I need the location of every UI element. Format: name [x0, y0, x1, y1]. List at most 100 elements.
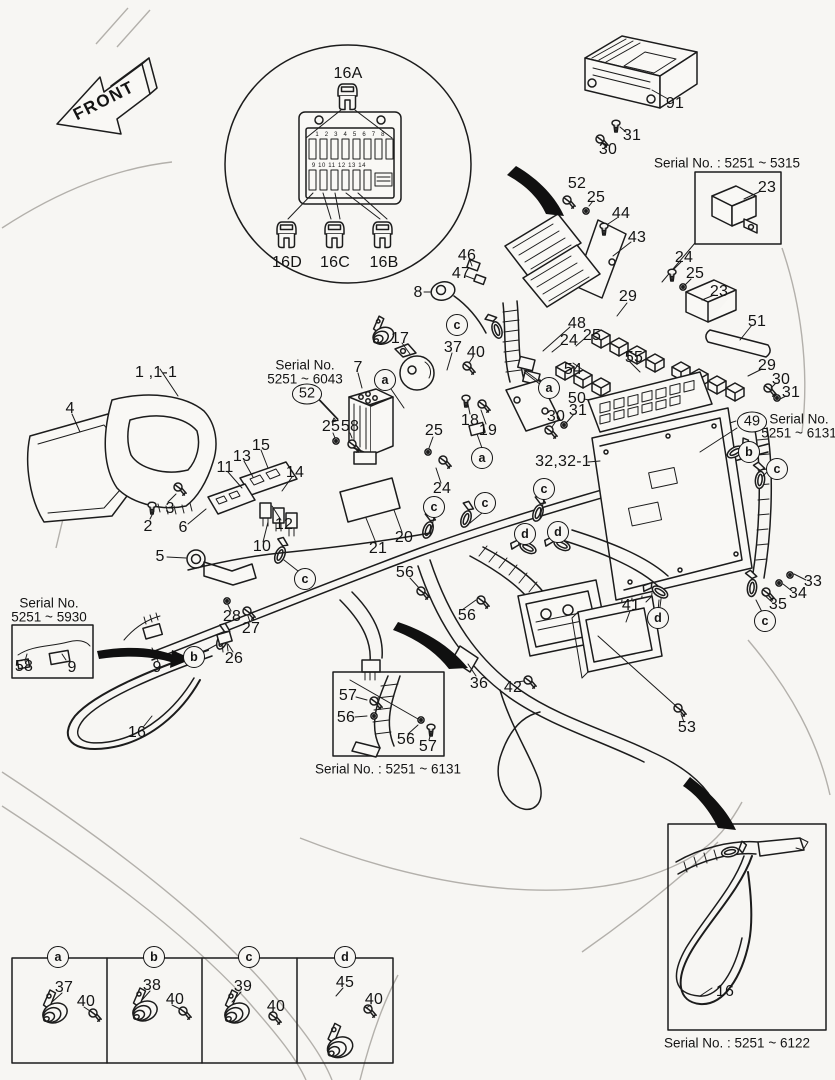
part-number-label: 33 [803, 573, 823, 590]
serial-number-text: 5251 ~ 5930 [11, 609, 87, 625]
callout-number-oval: 52 [292, 383, 322, 405]
part-number-label: 1 ,1-1 [134, 364, 178, 381]
part-number-label: 6 [178, 519, 188, 536]
part-number-label: 40 [364, 991, 384, 1008]
part-number-label: 10 [252, 538, 272, 555]
part-number-label: 41 [621, 597, 641, 614]
part-number-label: 9 [67, 659, 77, 676]
part-number-label: 42 [503, 679, 523, 696]
callout-letter-circle: c [238, 946, 260, 968]
callout-letter-circle: c [423, 496, 445, 518]
part-number-label: 26 [224, 650, 244, 667]
part-number-label: 24 [674, 249, 694, 266]
part-number-label: 40 [466, 344, 486, 361]
part-number-label: 31 [622, 127, 642, 144]
callout-letter-circle: d [334, 946, 356, 968]
part-number-label: 5 [155, 548, 165, 565]
part-number-label: 39 [233, 978, 253, 995]
part-number-label: 25 [582, 327, 602, 344]
callout-letter-circle: c [474, 492, 496, 514]
part-number-label: 37 [443, 339, 463, 356]
part-number-label: 3 [165, 500, 175, 517]
part-number-label: 16 [715, 983, 735, 1000]
part-number-label: 16B [369, 254, 399, 271]
part-number-label: 19 [478, 422, 498, 439]
callout-letter-circle: a [538, 377, 560, 399]
part-number-label: 48 [567, 315, 587, 332]
part-number-label: 16A [333, 65, 363, 82]
callout-letter-circle: d [647, 607, 669, 629]
part-number-label: 25 [321, 418, 341, 435]
serial-number-text: 5251 ~ 6131 [761, 425, 835, 441]
callout-letter-circle: c [533, 478, 555, 500]
part-number-label: 29 [757, 357, 777, 374]
part-number-label: 15 [251, 437, 271, 454]
part-number-label: 16D [272, 254, 302, 271]
part-number-label: 7 [353, 359, 363, 376]
part-number-label: 13 [232, 448, 252, 465]
part-number-label: 14 [285, 464, 305, 481]
part-number-label: 30 [771, 371, 791, 388]
part-number-label: 24 [559, 332, 579, 349]
part-number-label: 53 [677, 719, 697, 736]
fuse-slot-numbers-top: 1 2 3 4 5 6 7 8 [315, 132, 387, 138]
fuse-slot-numbers-bottom: 9 10 11 12 13 14 [311, 163, 367, 169]
part-number-label: 25 [424, 422, 444, 439]
part-number-label: 23 [757, 179, 777, 196]
serial-number-text: Serial No. : 5251 ~ 6131 [315, 761, 461, 777]
part-number-label: 52 [567, 175, 587, 192]
part-number-label: 12 [274, 516, 294, 533]
part-number-label: 57 [338, 687, 358, 704]
part-number-label: 25 [586, 189, 606, 206]
part-number-label: 11 [216, 459, 234, 476]
part-number-label: 35 [768, 596, 788, 613]
callout-number-oval: 49 [737, 411, 767, 433]
part-number-label: 23 [709, 283, 729, 300]
part-number-label: 16C [320, 254, 350, 271]
callout-letter-circle: b [738, 441, 760, 463]
part-number-label: 31 [781, 384, 801, 401]
part-number-label: 25 [685, 265, 705, 282]
callout-letter-circle: a [47, 946, 69, 968]
part-number-label: 55 [624, 349, 644, 366]
part-number-label: 29 [618, 288, 638, 305]
part-number-label: 57 [418, 738, 438, 755]
part-number-label: 21 [368, 540, 388, 557]
part-number-label: 40 [76, 993, 96, 1010]
callout-letter-circle: a [471, 447, 493, 469]
part-number-label: 37 [54, 979, 74, 996]
part-number-label: 45 [335, 974, 355, 991]
part-number-label: 40 [266, 998, 286, 1015]
part-number-label: 16 [127, 724, 147, 741]
callout-letter-circle: c [766, 458, 788, 480]
part-number-label: 40 [165, 991, 185, 1008]
part-number-label: 91 [665, 95, 685, 112]
part-number-label: 46 [457, 247, 477, 264]
callout-letter-circle: c [446, 314, 468, 336]
part-number-label: 27 [241, 620, 261, 637]
part-number-label: 31 [568, 402, 588, 419]
part-number-label: 32,32-1 [535, 453, 591, 470]
serial-number-text: Serial No. : 5251 ~ 6122 [664, 1035, 810, 1051]
part-number-label: 44 [611, 205, 631, 222]
callout-letter-circle: a [374, 369, 396, 391]
part-number-label: 28 [222, 608, 242, 625]
callout-letter-circle: b [183, 646, 205, 668]
callout-letter-circle: c [754, 610, 776, 632]
part-number-label: 43 [627, 229, 647, 246]
part-number-label: 9 [152, 659, 162, 676]
part-number-label: 34 [788, 585, 808, 602]
part-number-label: 56 [395, 564, 415, 581]
serial-number-text: Serial No. [19, 595, 79, 611]
part-number-label: 24 [432, 480, 452, 497]
part-number-label: 50 [567, 390, 587, 407]
part-number-label: 56 [457, 607, 477, 624]
part-number-label: 8 [413, 284, 423, 301]
part-number-label: 54 [563, 361, 583, 378]
serial-number-text: Serial No. : 5251 ~ 5315 [654, 155, 800, 171]
part-number-label: 4 [65, 400, 75, 417]
part-number-label: 58 [340, 418, 360, 435]
part-number-label: 30 [546, 408, 566, 425]
serial-number-text: Serial No. [275, 357, 335, 373]
